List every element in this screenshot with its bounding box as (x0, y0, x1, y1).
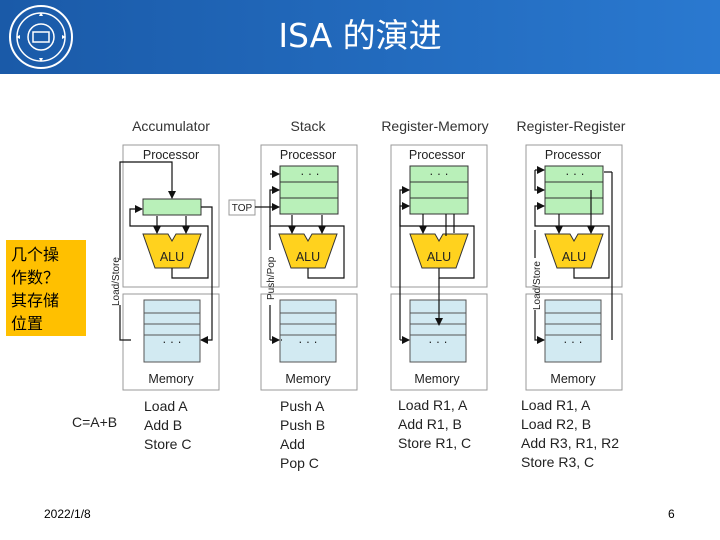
memory-cells (409, 299, 467, 363)
code-line: Add R1, B (398, 416, 462, 432)
page-title: ISA 的演进 (278, 16, 442, 55)
register-dots: · · · (565, 167, 584, 181)
push-pop-label: Push/Pop (266, 256, 277, 300)
register-file (409, 165, 469, 215)
equation: C=A+B (72, 414, 117, 430)
code-line: Pop C (280, 455, 319, 471)
processor-label: Processor (409, 148, 465, 162)
accumulator-register (142, 198, 202, 216)
code-line: Push A (280, 398, 325, 414)
code-line: Load R1, A (521, 397, 591, 413)
memory-label: Memory (414, 372, 460, 386)
code-line: Store R1, C (398, 435, 471, 451)
code-line: Load R1, A (398, 397, 468, 413)
load-store-label: Load/Store (111, 257, 122, 306)
memory-dots: · · · (563, 335, 582, 349)
memory-dots: · · · (428, 335, 447, 349)
alu-label: ALU (296, 250, 320, 264)
code-register-memory: Load R1, A Add R1, B Store R1, C (398, 397, 471, 451)
column-title-stack: Stack (290, 118, 326, 134)
code-line: Add (280, 436, 305, 452)
alu-shape (142, 233, 202, 269)
code-line: Store C (144, 436, 191, 452)
alu-shape (409, 233, 469, 269)
processor-label: Processor (280, 148, 336, 162)
register-memory-architecture: Processor · · · ALU · · · Memory (390, 144, 488, 391)
register-register-architecture: Processor · · · ALU · · · Memory Load/St… (525, 144, 623, 391)
column-title-register-register: Register-Register (517, 118, 626, 134)
code-accumulator: Load A Add B Store C (144, 398, 191, 452)
stack-dots: · · · (300, 167, 319, 181)
memory-label: Memory (550, 372, 596, 386)
code-stack: Push A Push B Add Pop C (280, 398, 325, 471)
code-line: Push B (280, 417, 325, 433)
alu-shape (278, 233, 338, 269)
top-label: TOP (232, 203, 253, 214)
code-line: Load R2, B (521, 416, 591, 432)
memory-label: Memory (285, 372, 331, 386)
side-note: 几个操 作数？ 其存储 位置 (6, 240, 86, 336)
code-line: Load A (144, 398, 188, 414)
memory-label: Memory (148, 372, 194, 386)
university-seal-icon (9, 5, 73, 69)
memory-dots: · · · (298, 335, 317, 349)
footer-date: 2022/1/8 (44, 507, 91, 521)
code-line: Add B (144, 417, 182, 433)
alu-label: ALU (427, 250, 451, 264)
processor-label: Processor (545, 148, 601, 162)
page-number: 6 (668, 507, 675, 521)
memory-cells (143, 299, 201, 363)
memory-cells (544, 299, 602, 363)
accumulator-architecture: Processor ALU · · · Memory Load/Store (111, 144, 220, 391)
memory-dots: · · · (162, 335, 181, 349)
alu-label: ALU (160, 250, 184, 264)
processor-label: Processor (143, 148, 199, 162)
alu-label: ALU (562, 250, 586, 264)
register-dots: · · · (429, 167, 448, 181)
alu-shape (544, 233, 604, 269)
memory-cells (279, 299, 337, 363)
header-bar: ISA 的演进 (0, 0, 720, 74)
column-title-accumulator: Accumulator (132, 118, 210, 134)
code-line: Store R3, C (521, 454, 594, 470)
code-line: Add R3, R1, R2 (521, 435, 619, 451)
register-file (544, 165, 604, 215)
code-register-register: Load R1, A Load R2, B Add R3, R1, R2 Sto… (521, 397, 619, 470)
stack-architecture: Processor · · · TOP ALU · · · Memory Pus… (228, 144, 358, 391)
column-title-register-memory: Register-Memory (381, 118, 488, 134)
load-store-label: Load/Store (532, 261, 543, 310)
